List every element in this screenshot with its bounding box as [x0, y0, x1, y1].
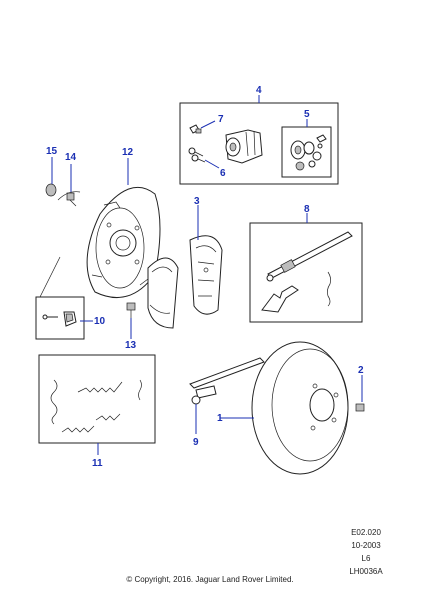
callout-4[interactable]: 4	[256, 85, 262, 96]
plug-part-15[interactable]: 15	[45, 146, 58, 197]
lever-box-10: 10	[35, 256, 106, 340]
callout-6[interactable]: 6	[220, 168, 226, 179]
bleed-screw-part-7[interactable]: 7	[189, 114, 224, 134]
adjuster-box-8: 8	[249, 204, 363, 323]
bolt-part-14[interactable]: 14	[65, 152, 77, 207]
callout-5[interactable]: 5	[304, 109, 310, 120]
callout-2[interactable]: 2	[358, 365, 364, 376]
drawing-code: E02.020	[351, 528, 381, 537]
callout-8[interactable]: 8	[304, 204, 310, 215]
screws-part-6[interactable]: 6	[188, 147, 226, 179]
screw-part-2[interactable]: 2	[355, 365, 365, 412]
wheel-cylinder-part[interactable]	[225, 129, 263, 164]
callout-3[interactable]: 3	[194, 196, 200, 207]
callout-13[interactable]: 13	[125, 340, 137, 351]
drawing-date: 10-2003	[351, 541, 381, 550]
brake-shoes-part-3[interactable]: 3	[147, 196, 223, 329]
lever-part-9[interactable]: 9	[189, 357, 265, 448]
drawing-ref: LH0036A	[349, 567, 383, 576]
callout-12[interactable]: 12	[122, 147, 134, 158]
callout-7[interactable]: 7	[218, 114, 224, 125]
copyright-text: © Copyright, 2016. Jaguar Land Rover Lim…	[126, 575, 294, 584]
brake-drum-part-1[interactable]: 1	[217, 341, 349, 475]
group-box-4: 4	[179, 85, 339, 185]
callout-11[interactable]: 11	[92, 458, 103, 469]
callout-15[interactable]: 15	[46, 146, 58, 157]
springs-box-11: 11	[38, 354, 156, 469]
bolt-part-13[interactable]: 13	[125, 302, 137, 351]
callout-14[interactable]: 14	[65, 152, 77, 163]
model-code: L6	[361, 554, 371, 563]
callout-10[interactable]: 10	[94, 316, 106, 327]
callout-9[interactable]: 9	[193, 437, 199, 448]
callout-1[interactable]: 1	[217, 413, 223, 424]
seal-kit-box-5: 5	[281, 109, 332, 178]
backing-plate-part-12[interactable]: 12	[57, 147, 161, 299]
